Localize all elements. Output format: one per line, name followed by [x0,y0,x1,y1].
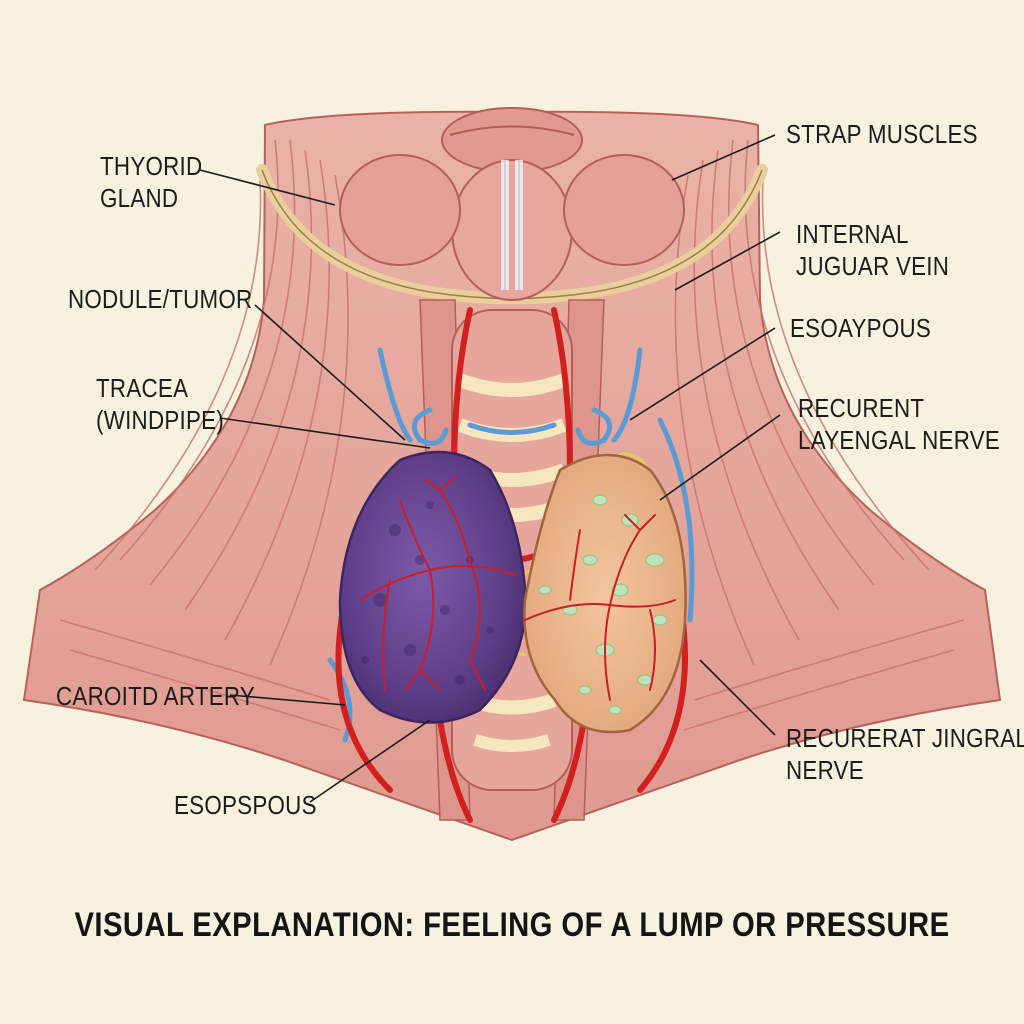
label-recurrent-laryngeal-nerve-lower: RECURERAT JINGRAL NERVE [786,723,1024,785]
label-carotid-artery: CAROITD ARTERY [56,681,256,711]
thyroid-lobe [523,453,687,734]
veins [327,347,695,743]
leader-lines [199,134,781,803]
label-esophagus-right: ESOAYPOUS [790,313,932,343]
label-internal-jugular-vein: INTERNAL JUGUAR VEIN [796,219,950,281]
label-trachea: TRACEA (WINDPIPE) [96,373,225,435]
tumor-nodule [338,450,527,724]
label-nodule-tumor: NODULE/TUMOR [68,284,253,314]
label-esophagus-left: ESOPSPOUS [174,790,317,820]
label-strap-muscles: STRAP MUSCLES [786,119,978,149]
diagram-caption: VISUAL EXPLANATION: FEELING OF A LUMP OR… [74,906,950,944]
upper-muscles [339,107,685,301]
label-thyroid-gland: THYORID GLAND [100,151,203,213]
lateral-muscle-fibers [59,139,965,731]
label-recurrent-laryngeal-nerve-upper: RECURENT LAYENGAL NERVE [798,393,1001,455]
